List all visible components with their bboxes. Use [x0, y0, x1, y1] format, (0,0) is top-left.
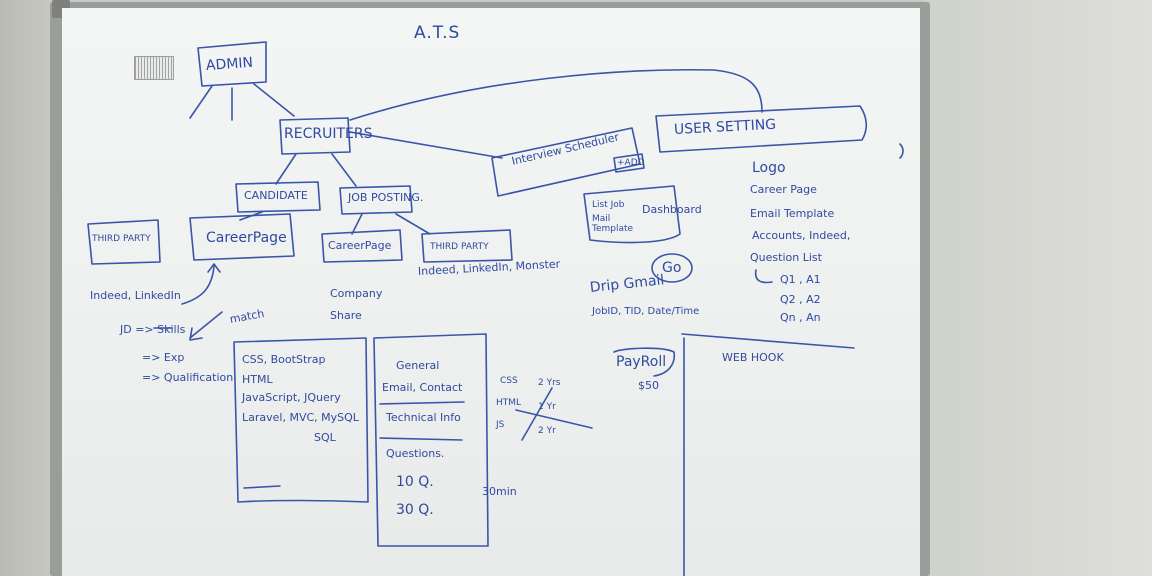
- page-title: A.T.S: [414, 23, 461, 43]
- payroll-label: PayRoll: [616, 354, 667, 370]
- connector-admin-recruiters: [253, 83, 295, 117]
- share-note: Share: [330, 309, 362, 322]
- barcode-sticker: [134, 56, 174, 80]
- form-q10: 10 Q.: [396, 474, 434, 490]
- form-general: General: [396, 359, 440, 372]
- recruiters-box: [279, 117, 351, 155]
- exp-skill-2: HTML: [496, 398, 522, 408]
- webhook-label: WEB HOOK: [722, 351, 784, 364]
- jobposting-box: [339, 185, 413, 215]
- go-circle: [651, 253, 693, 283]
- skills-line-4: Laravel, MVC, MySQL: [242, 411, 359, 424]
- exp-skill-1: CSS: [500, 376, 518, 386]
- candidate-label: CANDIDATE: [244, 189, 308, 202]
- add-label: +ADD: [617, 158, 645, 168]
- connector-recruiters-interview: [349, 131, 503, 159]
- setting-career-page: Career Page: [750, 183, 817, 196]
- duration-note: 30min: [482, 485, 517, 498]
- connector-jobposting-third: [395, 213, 431, 235]
- go-label: Go: [662, 260, 682, 276]
- diagram-strokes: [87, 41, 904, 576]
- usersetting-box: [655, 105, 868, 153]
- setting-logo: Logo: [752, 160, 786, 176]
- candidate-box: [235, 181, 321, 213]
- setting-accounts: Accounts, Indeed,: [752, 229, 851, 242]
- dashboard-box: [583, 185, 681, 244]
- exp-table-cross: [521, 387, 553, 441]
- jd-skills-note: JD => Skills: [120, 323, 186, 336]
- third-party-right-label: THIRD PARTY: [430, 242, 489, 252]
- skills-line-5: SQL: [314, 431, 336, 444]
- setting-email-template: Email Template: [750, 207, 835, 220]
- career-page-mid-label: CareerPage: [328, 239, 392, 252]
- third-party-left-label: THIRD PARTY: [92, 234, 151, 244]
- form-email-contact: Email, Contact: [382, 381, 463, 394]
- career-left-box: [189, 213, 295, 261]
- exp-skill-3: JS: [496, 420, 505, 430]
- third-party-left-box: [87, 219, 161, 265]
- recruiters-label: RECRUITERS: [284, 126, 373, 142]
- career-mid-box: [321, 229, 403, 263]
- exp-note: => Exp: [142, 351, 185, 364]
- setting-q1: Q1 , A1: [780, 273, 821, 286]
- form-questions: Questions.: [386, 447, 445, 460]
- interview-box: [491, 127, 641, 197]
- setting-q2: Q2 , A2: [780, 293, 821, 306]
- question-arrow: [754, 269, 773, 284]
- whiteboard: A.T.S ADMIN RECRUITERS Interview Schedul…: [62, 8, 920, 576]
- mail-template-label: Mail Template: [592, 214, 634, 235]
- job-posting-label: JOB POSTING.: [348, 191, 424, 204]
- form-q30: 30 Q.: [396, 502, 434, 518]
- candidate-sources: Indeed, LinkedIn: [90, 289, 181, 302]
- qualification-note: => Qualification: [142, 371, 234, 384]
- setting-question-list: Question List: [750, 251, 822, 264]
- connector-admin-left: [189, 85, 213, 119]
- career-page-left-label: CareerPage: [206, 230, 287, 246]
- exp-years-3: 2 Yr: [538, 426, 556, 436]
- admin-label: ADMIN: [205, 54, 254, 74]
- admin-box: [197, 41, 267, 87]
- third-party-right-box: [421, 229, 513, 263]
- setting-qn: Qn , An: [780, 311, 821, 324]
- skills-line-2: HTML: [242, 373, 273, 386]
- payroll-outline: [613, 347, 676, 377]
- skills-box: [233, 337, 369, 503]
- wall-right: [925, 0, 1152, 576]
- list-job-label: List Job: [592, 200, 625, 210]
- arrow-match: [189, 311, 223, 339]
- webhook-divider: [681, 333, 855, 349]
- form-technical-info: Technical Info: [386, 411, 461, 424]
- company-note: Company: [330, 287, 383, 300]
- form-box: [373, 333, 489, 547]
- dashboard-label: Dashboard: [642, 203, 702, 216]
- connector-recruiters-usersetting: [349, 68, 763, 121]
- exp-years-1: 2 Yrs: [538, 378, 561, 388]
- add-box: [613, 153, 645, 173]
- connector-recruiters-candidate: [275, 153, 297, 185]
- connector-jobposting-career: [351, 213, 363, 235]
- skills-line-3: JavaScript, JQuery: [242, 391, 341, 404]
- skills-line-1: CSS, BootStrap: [242, 353, 326, 366]
- arrow-indeed-career: [181, 265, 215, 305]
- connector-recruiters-jobposting: [331, 153, 357, 187]
- jobid-note: JobID, TID, Date/Time: [592, 306, 700, 317]
- exp-years-2: 1 Yr: [538, 402, 556, 412]
- payroll-price: $50: [638, 379, 659, 392]
